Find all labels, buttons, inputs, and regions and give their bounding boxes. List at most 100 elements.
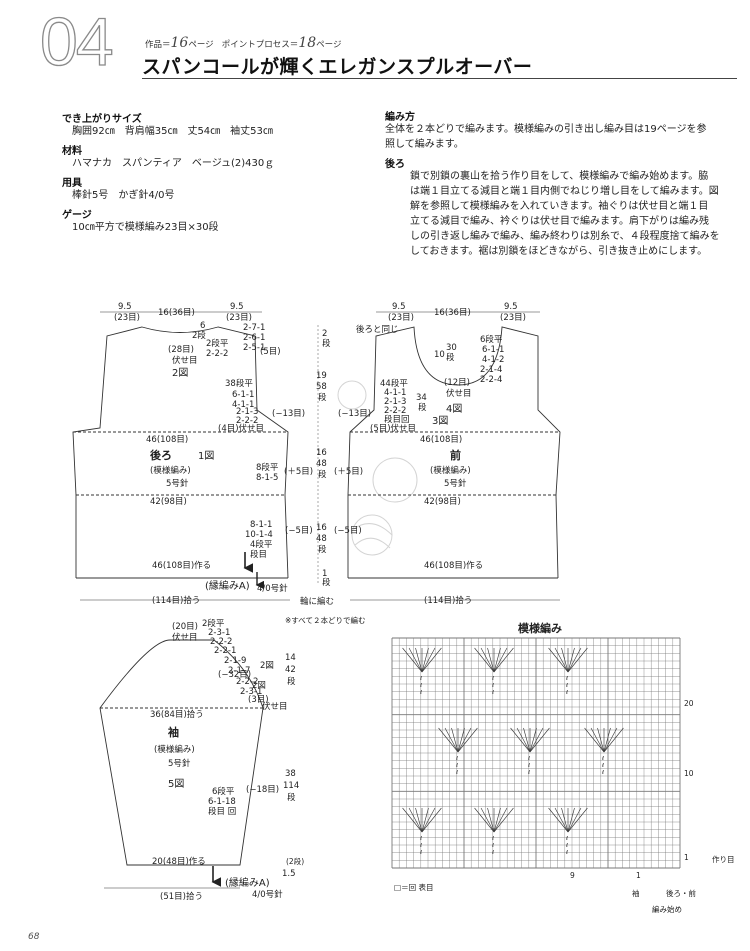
center-v4u: 段 xyxy=(318,544,327,555)
front-top-mid: 16(36目) xyxy=(434,308,471,318)
sleeve-name: 袖 xyxy=(168,725,179,739)
front-dec-side: (−5目) xyxy=(334,526,362,536)
back-top-right: 9.5 xyxy=(230,302,244,312)
material-heading: 材料 xyxy=(62,146,82,157)
chart-stitch-mark: ℓ xyxy=(455,770,458,776)
chart-fan-stroke xyxy=(438,727,459,753)
chart-fan-stroke xyxy=(603,727,624,753)
chart-stitch-mark: ℓ xyxy=(491,690,494,696)
chart-fan-stroke xyxy=(487,807,495,833)
pattern-number: 04 xyxy=(39,4,114,80)
center-v2u: 段 xyxy=(318,392,327,403)
chart-fan-stroke xyxy=(402,647,423,673)
center-v5: 1 xyxy=(322,569,327,579)
chart-fan-stroke xyxy=(548,647,569,673)
chart-stitch-mark: ℓ xyxy=(491,676,494,682)
sleeve-pattern: (模様編み) xyxy=(154,744,195,755)
chart-stitch-mark: ℓ xyxy=(527,770,530,776)
yarn-watermark xyxy=(337,380,418,556)
chart-row1: 1 xyxy=(684,853,689,862)
front-hem: 46(108目)作る xyxy=(424,560,483,571)
sleeve-side1: 6段平 xyxy=(212,786,235,797)
sleeve-border-needle: 4/0号針 xyxy=(252,889,283,900)
page-reference: 作品＝16ページ ポイントプロセス＝18ページ xyxy=(145,35,342,51)
sleeve-cap-bottom2: 伏せ目 xyxy=(262,701,288,712)
method-line-1: 全体を２本どりで編みます。模様編みの引き出し編み目は19ページを参 xyxy=(385,124,707,135)
chart-fan-stroke xyxy=(590,727,605,753)
chart-fan-stroke xyxy=(421,647,436,673)
back-arm5: 2-2-2 xyxy=(236,416,258,426)
sleeve-cap3: 2-2-2 xyxy=(210,637,232,647)
sleeve-len: 38 xyxy=(285,769,296,779)
back-method-line-3: 解を参照して模様編みを入れていきます。袖ぐりは伏せ目と端１目 xyxy=(410,201,709,212)
chart-fan-stroke xyxy=(487,647,495,673)
back-neck-dec2: 2-2-2 xyxy=(206,349,228,359)
front-arm-bind: (5目)伏せ目 xyxy=(370,423,416,434)
chart-fan-stroke xyxy=(457,727,478,753)
tools-text: 棒針5号 かぎ針4/0号 xyxy=(72,190,175,201)
front-neck5: 2-2-4 xyxy=(480,375,502,385)
chart-stitch-mark: ℓ xyxy=(455,763,458,769)
back-border-needle: 4/0号針 xyxy=(257,583,288,594)
center-v4: 16 xyxy=(316,523,327,533)
chart-stitch-mark: ℓ xyxy=(419,690,422,696)
back-dec-side: (−5目) xyxy=(285,526,313,536)
chart-fan-stroke xyxy=(548,807,569,833)
chart-fan-stroke xyxy=(567,807,582,833)
chart-fan-stroke xyxy=(493,807,501,833)
chart-fan-stroke xyxy=(480,807,495,833)
back-arm1: 38段平 xyxy=(225,378,253,389)
front-note: ※すべて２本どりで編む xyxy=(285,615,365,625)
center-bottom: 輪に編む xyxy=(300,596,334,607)
chart-fan-stroke xyxy=(523,727,531,753)
sleeve-side3: 段目 回 xyxy=(208,806,236,817)
back-hem-pick: (114目)拾う xyxy=(152,595,200,606)
front-neck-num: 10 xyxy=(434,350,445,360)
chart-fan-stroke xyxy=(603,727,611,753)
chart-stitch-mark: ℓ xyxy=(419,836,422,842)
back-method-line-6: しておきます。裾は別鎖をほどきながら、引き抜き止めにします。 xyxy=(410,246,708,257)
front-neck1: 6段平 xyxy=(480,334,503,345)
chart-fan-stroke xyxy=(554,807,569,833)
method-line-2: 照して編みます。 xyxy=(385,139,464,150)
page-title: スパンコールが輝くエレガンスプルオーバー xyxy=(142,56,533,78)
back-arm2: 6-1-1 xyxy=(232,390,254,400)
tools-heading: 用具 xyxy=(62,178,82,189)
back-top-left: 9.5 xyxy=(118,302,132,312)
page-folio: 68 xyxy=(28,932,40,942)
center-v3b: 48 xyxy=(316,459,327,469)
sleeve-outline xyxy=(99,639,264,866)
center-v3u: 段 xyxy=(318,469,327,480)
front-inc-side: (＋5目) xyxy=(334,467,363,477)
front-same-as-back: 後ろと同じ xyxy=(356,324,399,335)
sleeve-fig5: 5図 xyxy=(168,778,184,790)
chart-sleeve: 袖 xyxy=(632,888,640,898)
back-inc2: 8-1-5 xyxy=(256,473,278,483)
front-diagram xyxy=(347,311,561,601)
back-neck-num: 6 xyxy=(200,321,205,331)
back-method-line-1: 鎖で別鎖の裏山を拾う作り目をして、模様編みで編み始めます。脇 xyxy=(410,171,709,182)
front-hem-pick: (114目)拾う xyxy=(424,595,472,606)
chart-fan-stroke xyxy=(402,807,423,833)
back-border: (縁編みA) xyxy=(205,579,250,592)
back-top-right-stitches: (23目) xyxy=(226,313,252,323)
sleeve-cap-unit: 段 xyxy=(287,676,296,687)
chart-fan-stroke xyxy=(561,807,569,833)
sleeve-len-unit: 段 xyxy=(287,792,296,803)
chart-fan-stroke xyxy=(415,807,423,833)
chart-row10: 10 xyxy=(684,769,694,778)
front-fig3: 3図 xyxy=(432,415,448,427)
front-neck2: 6-1-1 xyxy=(482,345,504,355)
front-chest: 46(108目) xyxy=(420,435,462,445)
front-fig4: 4図 xyxy=(446,403,462,415)
sleeve-cap-bind: (20目) xyxy=(172,622,198,632)
center-v2: 19 xyxy=(316,371,327,381)
chart-fan-stroke xyxy=(529,727,550,753)
sleeve-side-dec: (−18目) xyxy=(246,785,279,795)
chart-stitch-mark: ℓ xyxy=(565,843,568,849)
chart-fan-stroke xyxy=(493,647,508,673)
back-neck-dec1: 2段平 xyxy=(206,338,229,349)
sleeve-cap7: 2-2-2 xyxy=(236,677,258,687)
